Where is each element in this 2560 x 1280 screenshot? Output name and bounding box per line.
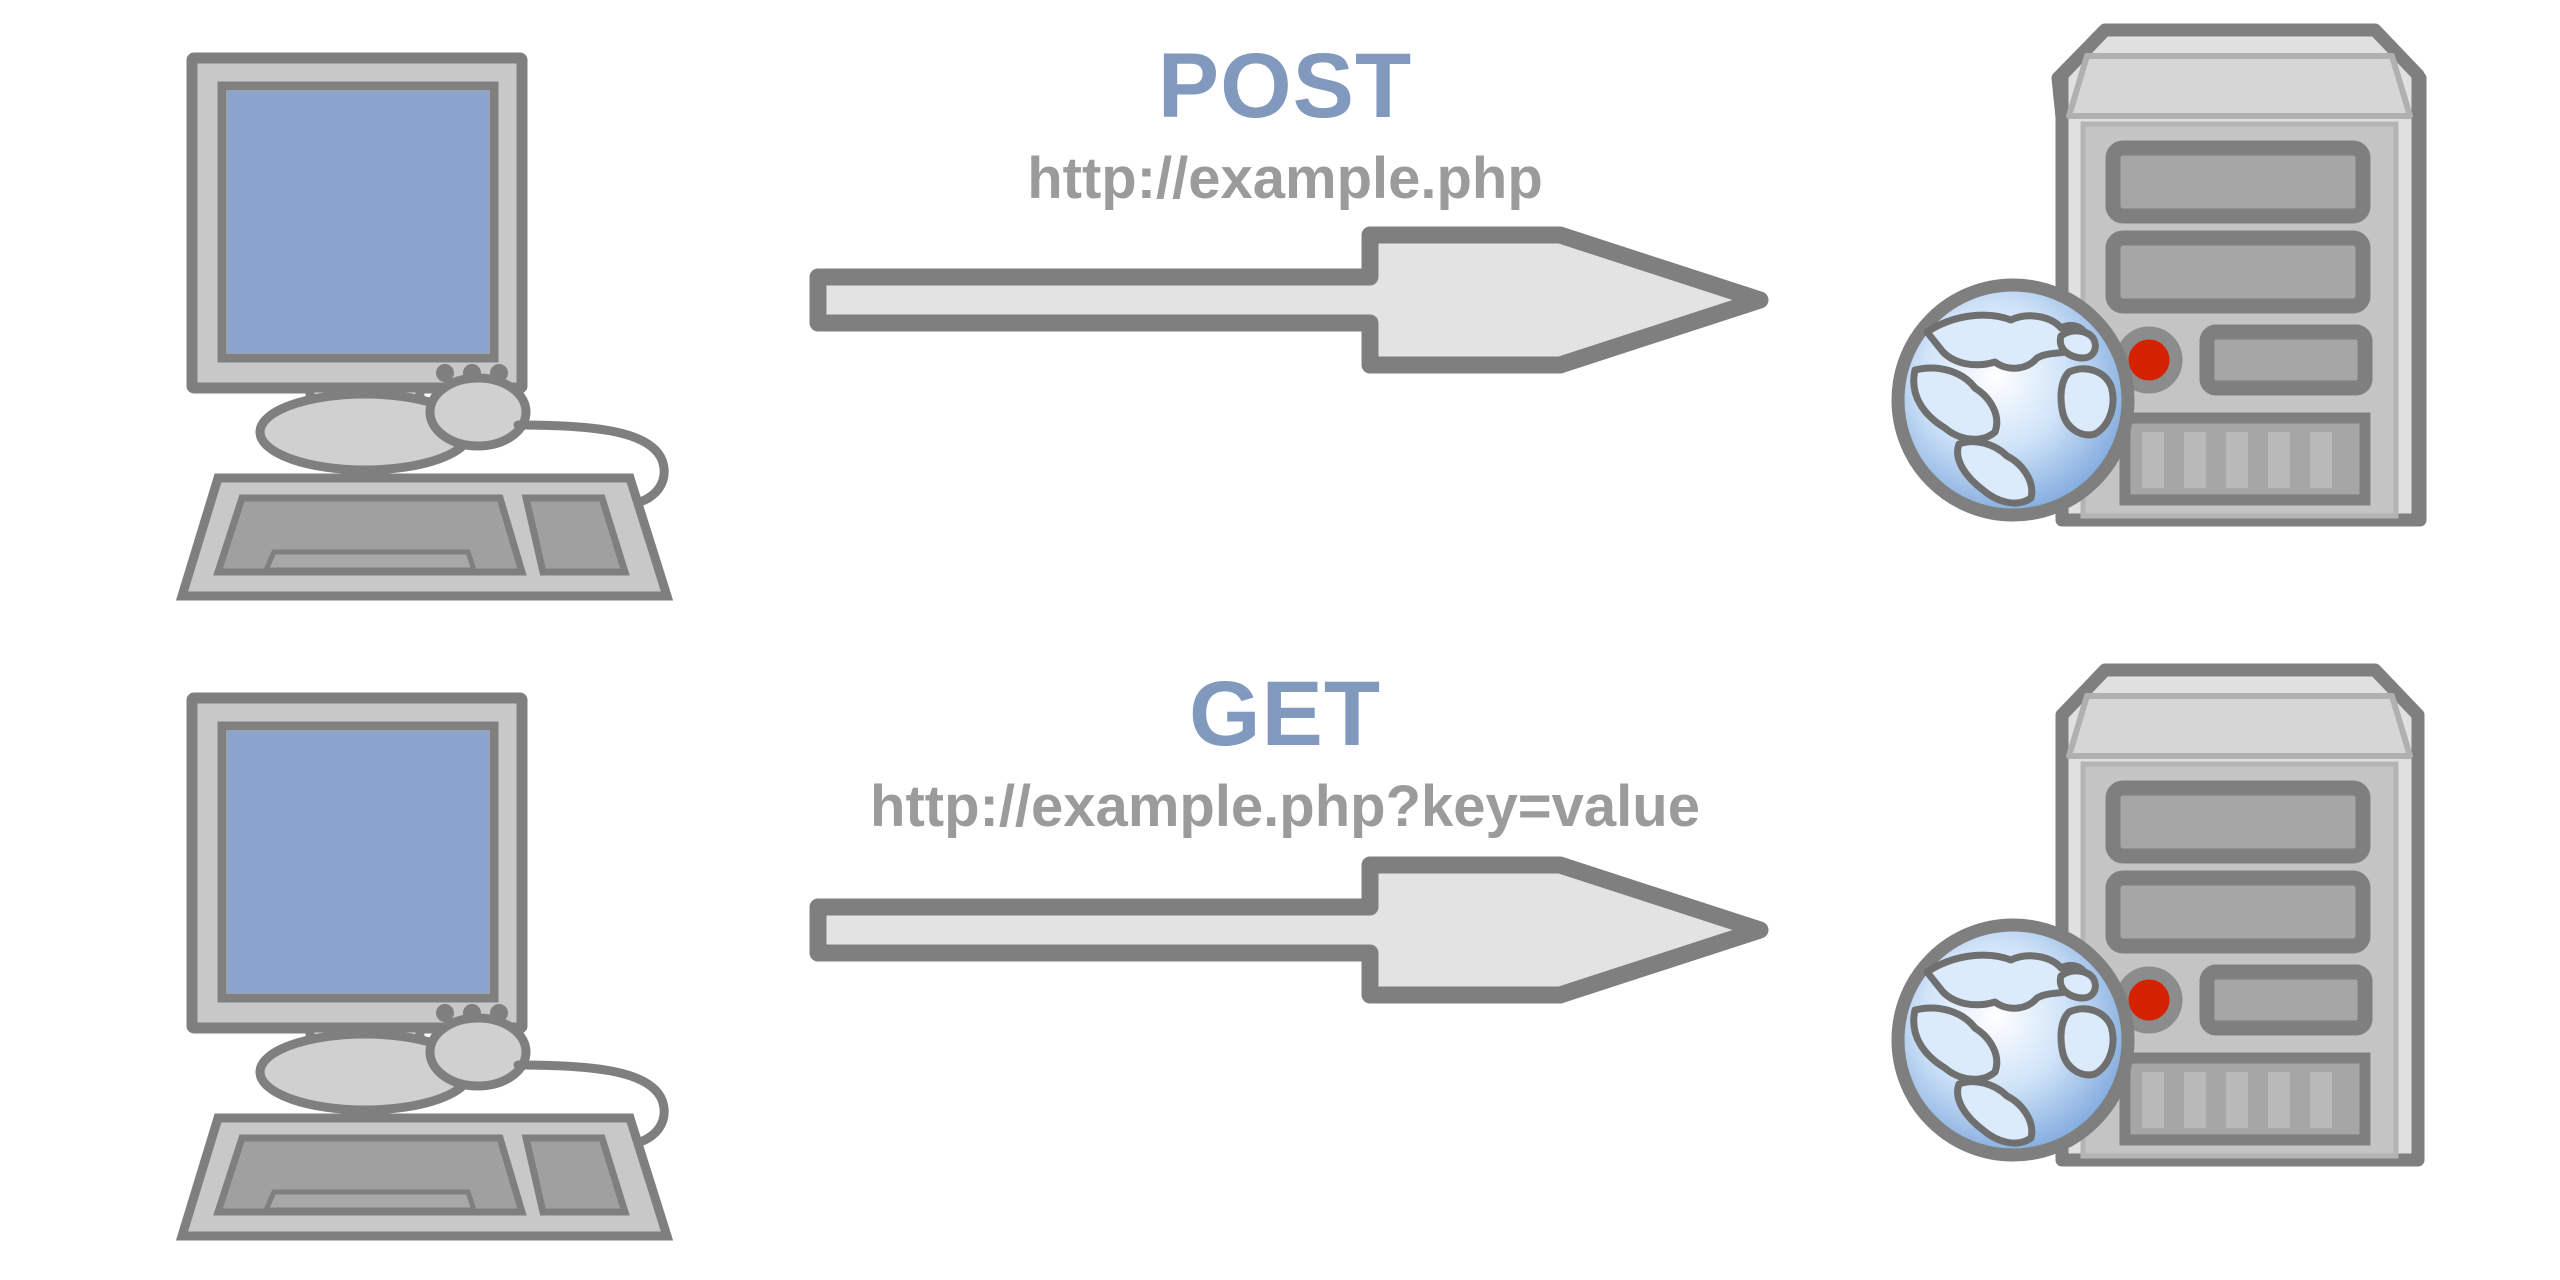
globe-icon <box>1891 918 2135 1162</box>
post-flow: POST http://example.php <box>760 10 1810 630</box>
get-request-row: GET http://example.php?key=value <box>0 640 2560 1280</box>
post-request-row: POST http://example.php <box>170 10 2475 640</box>
right-arrow-icon <box>809 856 1769 1004</box>
desktop-computer-icon <box>175 692 674 1241</box>
post-url-label: http://example.php <box>1027 146 1543 211</box>
right-arrow-icon <box>809 226 1769 374</box>
get-url-label: http://example.php?key=value <box>870 774 1700 839</box>
post-server <box>1855 20 2475 640</box>
get-client-computer <box>170 680 730 1260</box>
globe-icon <box>1891 278 2135 522</box>
server-tower-icon <box>1891 663 2425 1167</box>
desktop-computer-icon <box>175 52 674 601</box>
post-method-label: POST <box>1157 35 1413 137</box>
get-flow: GET http://example.php?key=value <box>760 650 1810 1270</box>
get-server <box>1855 660 2475 1280</box>
server-tower-icon <box>1891 23 2427 527</box>
get-method-label: GET <box>1188 663 1382 765</box>
post-client-computer <box>170 40 730 620</box>
